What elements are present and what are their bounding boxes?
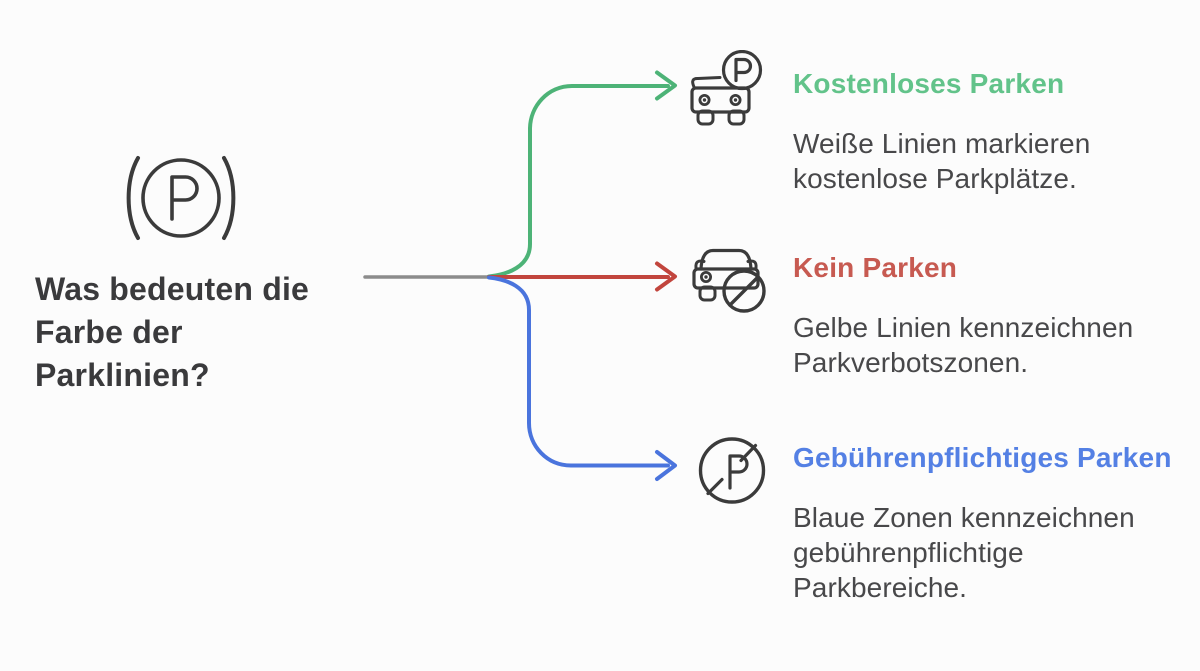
question-title: Was bedeuten die Farbe der Parklinien? <box>35 271 310 393</box>
no-free-parking-sign-icon <box>696 435 768 507</box>
branch-free-parking: Kostenloses Parken Weiße Linien markiere… <box>793 66 1183 196</box>
branch-body-free-parking: Weiße Linien markieren kostenlose Parkpl… <box>793 128 1091 194</box>
connector-arrow-free-parking <box>487 70 677 279</box>
connector-arrow-paid-parking <box>487 275 677 481</box>
car-no-parking-icon <box>692 244 770 314</box>
branch-body-no-parking: Gelbe Linien kennzeichnen Parkverbotszon… <box>793 312 1134 378</box>
branch-no-parking: Kein Parken Gelbe Linien kennzeichnen Pa… <box>793 250 1183 380</box>
parking-brake-indicator-icon <box>126 156 236 240</box>
branch-body-paid-parking: Blaue Zonen kennzeichnen gebührenpflicht… <box>793 502 1135 603</box>
branch-heading-paid-parking: Gebührenpflichtiges Parken <box>793 442 1172 473</box>
branch-heading-no-parking: Kein Parken <box>793 252 958 283</box>
connector-arrow-no-parking <box>487 261 677 292</box>
car-with-parking-badge-icon <box>689 50 765 126</box>
branch-paid-parking: Gebührenpflichtiges Parken Blaue Zonen k… <box>793 440 1183 605</box>
branch-heading-free-parking: Kostenloses Parken <box>793 68 1065 99</box>
